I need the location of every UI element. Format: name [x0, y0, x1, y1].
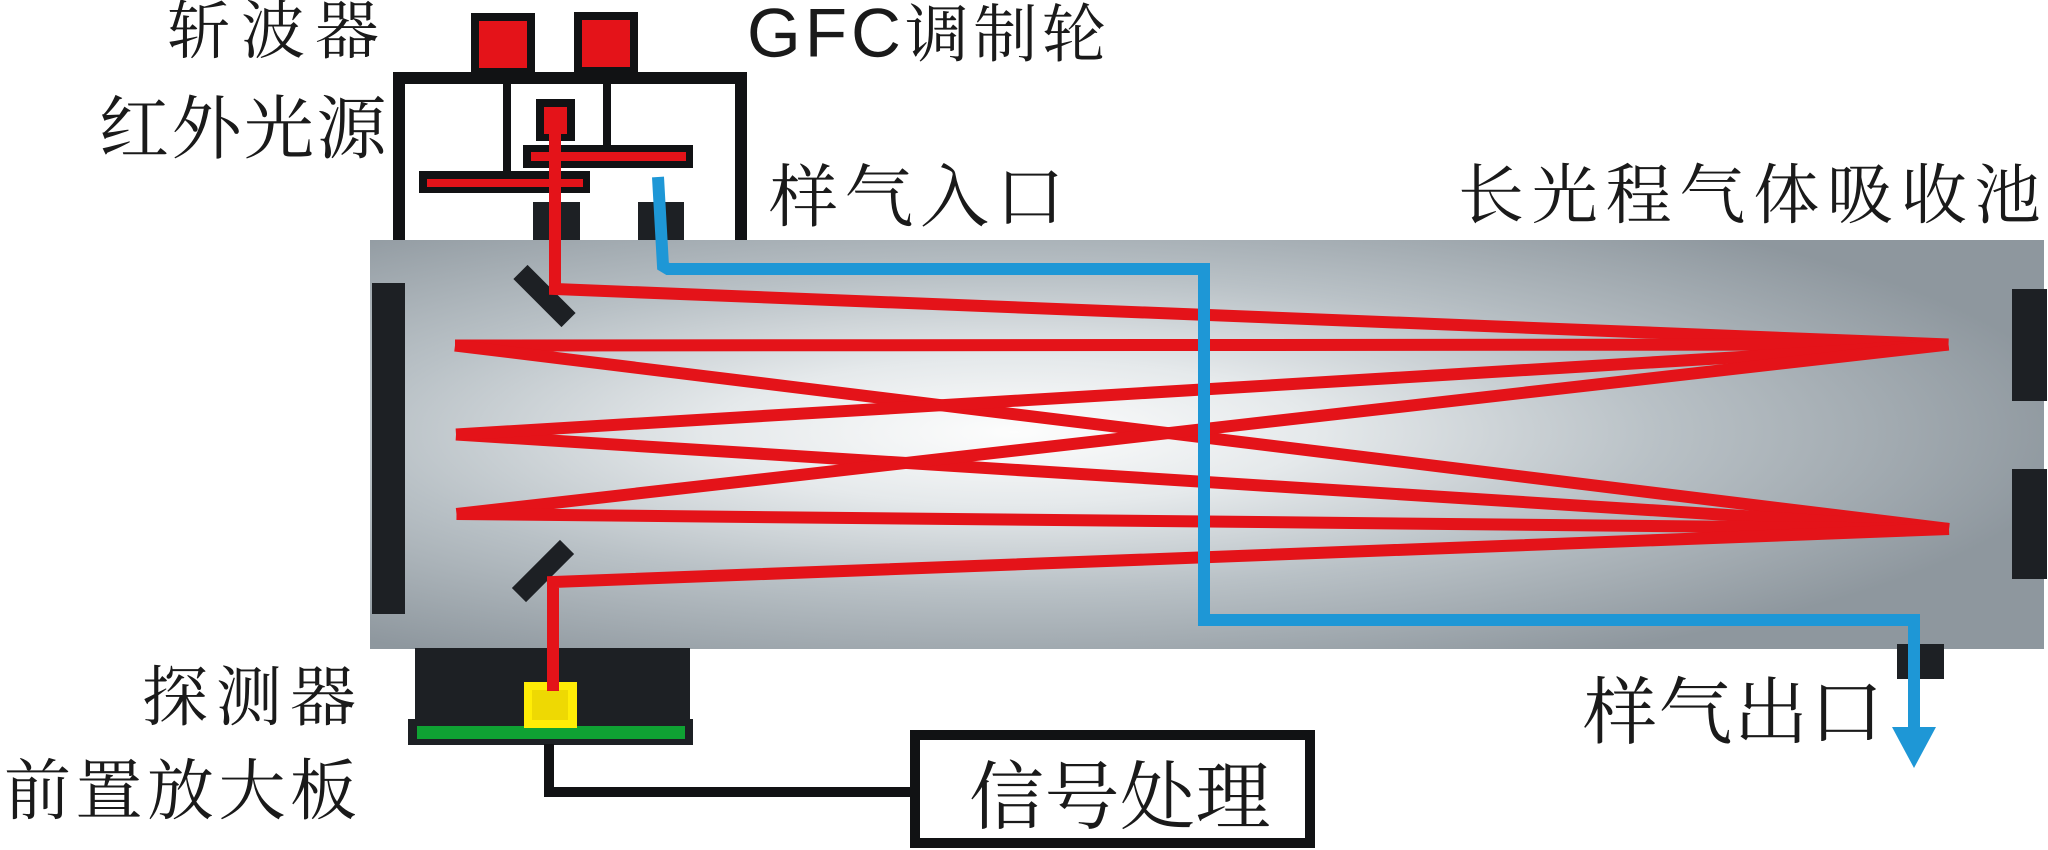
glyph [144, 664, 207, 726]
glyph [922, 163, 988, 227]
ir-source-emitter [544, 107, 567, 134]
labels-layer [6, 0, 2039, 830]
glyph [847, 162, 912, 227]
glyph [770, 163, 837, 227]
glyph [1122, 760, 1193, 830]
housing-wall-right [735, 72, 747, 240]
housing-wall-left [393, 72, 405, 240]
glyph [975, 3, 1035, 62]
glyph [971, 759, 1042, 829]
glyph [1197, 762, 1270, 827]
label-ir-source [102, 94, 384, 159]
label-gfc-wheel [750, 2, 1104, 62]
glyph [810, 8, 845, 57]
objective-mirror-top [2012, 289, 2047, 401]
housing-wall-top [393, 72, 747, 84]
glyph [169, 0, 229, 59]
gfc-filter-cell-left [479, 21, 527, 68]
glyph [1006, 170, 1058, 224]
glyph [102, 94, 167, 155]
label-chopper [169, 0, 378, 59]
sample-gas-path [652, 176, 1936, 768]
signal-processing-box [910, 730, 1315, 848]
glyph [1740, 676, 1803, 744]
glyph [1607, 162, 1671, 224]
gfc-wheel-filters [471, 12, 638, 76]
glyph [1461, 163, 1522, 224]
glyph [1904, 162, 1966, 224]
housing-divider-left [503, 84, 511, 171]
fold-mirror-top [513, 264, 576, 328]
glyph [174, 94, 239, 159]
glyph [149, 757, 212, 820]
glyph [6, 757, 69, 820]
glyph [316, 0, 378, 59]
glyph [1048, 760, 1117, 829]
gfc-filter-cell-right [582, 20, 630, 67]
chopper-blades [419, 145, 693, 193]
label-gas-outlet [1584, 675, 1877, 744]
glyph [1832, 164, 1892, 224]
glyph [1821, 683, 1877, 741]
glyph [1533, 162, 1596, 224]
glyph [78, 758, 140, 817]
signal-wire [544, 744, 910, 797]
glyph [906, 3, 966, 62]
gas-outlet-port [1897, 644, 1944, 679]
gas-pipe [652, 176, 1920, 730]
label-gas-inlet [770, 162, 1058, 227]
glyph [1755, 162, 1818, 224]
glyph [1977, 163, 2039, 224]
preamp-board [417, 726, 685, 739]
fold-mirror-bottom [511, 539, 575, 603]
glyph [854, 8, 899, 58]
label-signal [971, 759, 1270, 830]
objective-mirror-bottom [2012, 469, 2047, 579]
beam-exit [547, 523, 1950, 691]
label-detector [144, 664, 355, 726]
detector-chip-core [532, 690, 568, 720]
glyph [319, 94, 384, 159]
beam-entry [549, 130, 1949, 351]
label-cell [1461, 162, 2039, 224]
chopper-blade-left-slit [427, 179, 583, 187]
ir-source-unit [536, 99, 575, 141]
gas-outlet-arrowhead [1892, 727, 1936, 768]
glyph [1661, 675, 1731, 744]
glyph [1044, 2, 1104, 62]
glyph [1682, 162, 1744, 223]
glyph [292, 757, 355, 820]
glyph [750, 8, 796, 58]
glyph [243, 0, 304, 59]
glyph [221, 757, 284, 820]
field-mirror [372, 283, 405, 614]
glyph [291, 666, 355, 726]
housing-divider-right [603, 84, 611, 145]
glyph [218, 665, 279, 726]
label-preamp [6, 757, 355, 820]
glyph [246, 94, 312, 159]
glyph [1584, 675, 1655, 744]
chopper-blade-right-slit [531, 152, 686, 161]
